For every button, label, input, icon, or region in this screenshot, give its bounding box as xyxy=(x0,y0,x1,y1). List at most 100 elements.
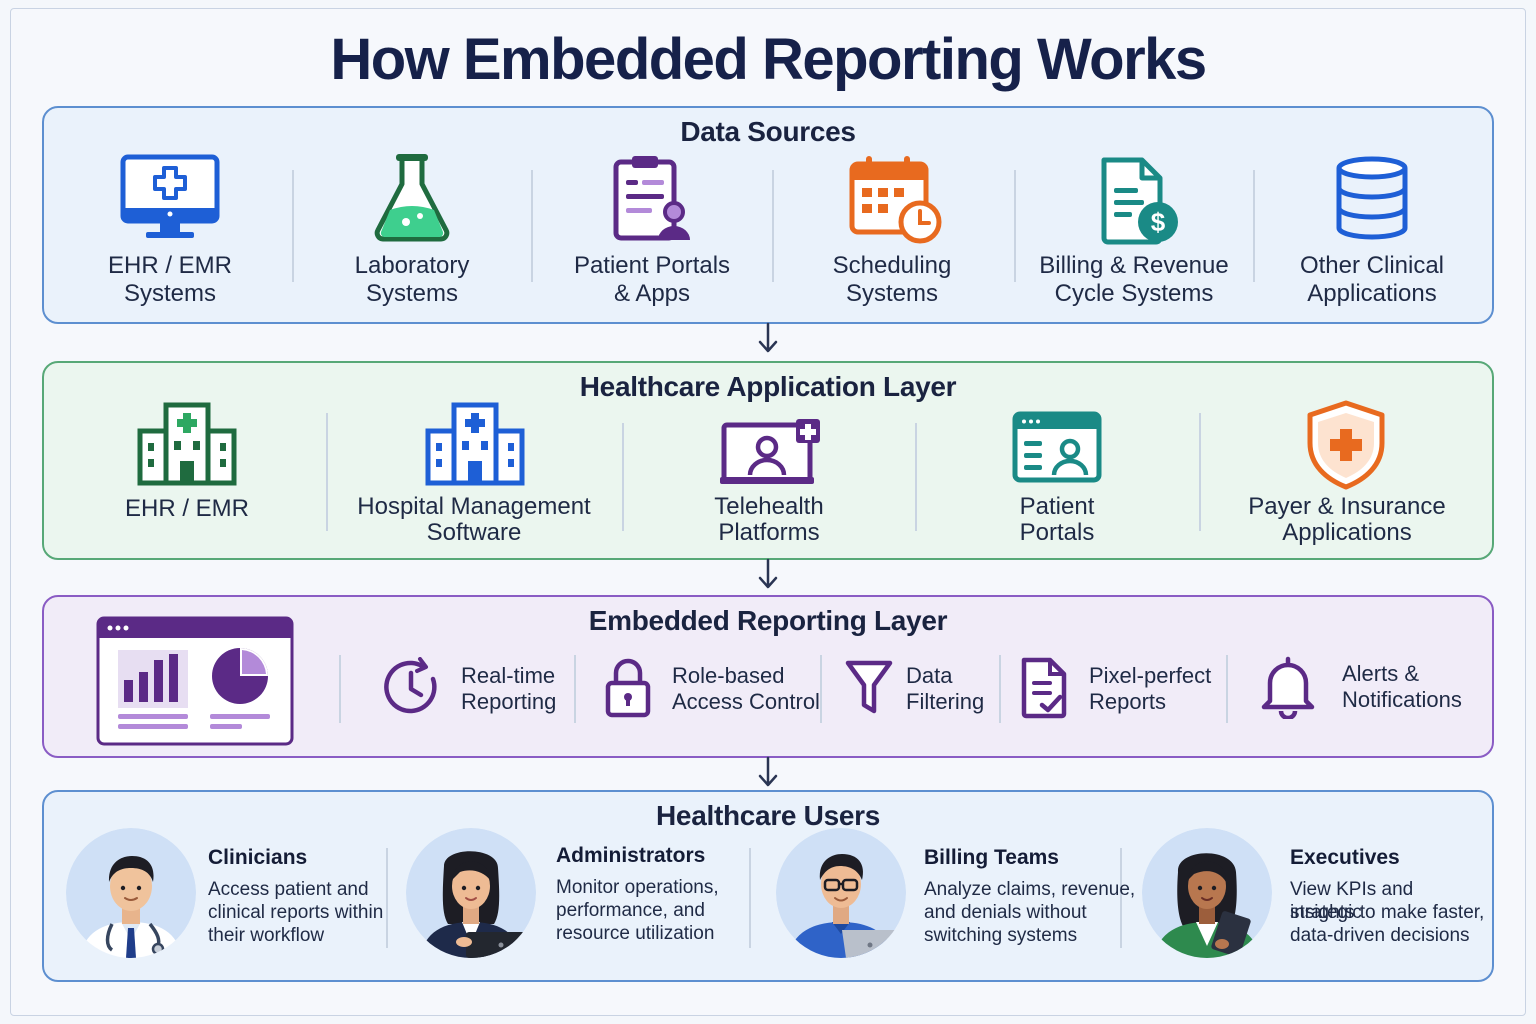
source-label-line2: Cycle Systems xyxy=(1054,280,1214,307)
user-desc-line3: data-driven decisions xyxy=(1290,925,1470,946)
app-hospital-management: Hospital Management Software xyxy=(328,363,620,553)
user-desc-line2: clinical reports within xyxy=(208,902,384,923)
billing-avatar xyxy=(776,828,906,958)
app-patient-portals: Patient Portals xyxy=(918,363,1196,553)
hospital-building-icon xyxy=(425,402,525,486)
source-label-line2: Systems xyxy=(123,280,216,307)
calendar-clock-icon xyxy=(849,156,942,244)
user-name: Clinicians xyxy=(208,846,308,869)
source-label-line1: Patient Portals xyxy=(573,252,731,279)
feature-label-line1: Role-based xyxy=(672,663,785,688)
source-label-line1: EHR / EMR xyxy=(107,252,232,279)
app-label-line1: Hospital Management xyxy=(357,493,591,520)
shield-plus-icon xyxy=(1307,400,1385,490)
svg-text:$: $ xyxy=(1151,207,1166,237)
separator xyxy=(772,170,774,282)
document-check-icon xyxy=(1021,657,1067,719)
app-label-line2: Platforms xyxy=(718,519,820,546)
executive-avatar xyxy=(1142,828,1272,958)
users-title: Healthcare Users xyxy=(656,800,880,831)
source-other-clinical: Other Clinical Applications xyxy=(1254,108,1490,318)
clock-icon xyxy=(384,657,437,714)
source-patient-portals: Patient Portals & Apps xyxy=(534,108,770,318)
separator xyxy=(1253,170,1255,282)
feature-label-line2: Access Control xyxy=(672,689,820,714)
user-desc-line3: resource utilization xyxy=(556,923,715,944)
source-label-line2: & Apps xyxy=(613,280,691,307)
user-desc-line2: performance, and xyxy=(556,900,705,921)
dashboard-icon xyxy=(96,616,294,746)
separator xyxy=(915,423,917,531)
user-desc-line3: their workflow xyxy=(208,925,325,946)
user-name: Billing Teams xyxy=(924,846,1059,869)
source-label-line2: Applications xyxy=(1307,280,1437,307)
feature-label-line1: Pixel-perfect xyxy=(1089,663,1212,688)
feature-label-line1: Alerts & xyxy=(1342,661,1420,686)
clinic-building-icon xyxy=(137,402,237,486)
user-desc-line1: Access patient and xyxy=(208,879,369,900)
feature-label-line1: Real-time xyxy=(461,663,556,688)
flow-arrow-2 xyxy=(758,558,778,589)
feature-label-line1: Data xyxy=(906,663,953,688)
source-label-line1: Other Clinical xyxy=(1299,252,1445,279)
users-panel: Healthcare Users Clinicians Access patie… xyxy=(42,790,1494,982)
document-dollar-icon: $ xyxy=(1101,157,1178,245)
source-scheduling: Scheduling Systems xyxy=(774,108,1010,318)
separator xyxy=(820,655,822,723)
separator xyxy=(339,655,341,723)
telehealth-screen-icon xyxy=(720,419,820,484)
feature-label-line2: Reporting xyxy=(461,689,557,714)
app-payer-insurance: Payer & Insurance Applications xyxy=(1202,363,1492,553)
clipboard-user-icon xyxy=(613,156,690,241)
flow-arrow-1 xyxy=(758,322,778,353)
app-label-line1: Payer & Insurance xyxy=(1248,493,1446,520)
app-telehealth: Telehealth Platforms xyxy=(624,363,914,553)
separator xyxy=(326,413,328,531)
separator xyxy=(292,170,294,282)
doctor-avatar xyxy=(66,828,196,958)
app-label-line1: EHR / EMR xyxy=(124,495,249,522)
app-ehr-emr: EHR / EMR xyxy=(52,363,322,553)
user-desc-line3: switching systems xyxy=(924,925,1078,946)
database-icon xyxy=(1336,156,1408,240)
source-label-line1: Scheduling xyxy=(832,252,952,279)
source-ehr-emr: EHR / EMR Systems xyxy=(52,108,288,318)
source-laboratory: Laboratory Systems xyxy=(294,108,530,318)
separator xyxy=(1226,655,1228,723)
lock-icon xyxy=(605,658,651,718)
user-desc-line1: Analyze claims, revenue, xyxy=(924,879,1136,900)
app-label-line2: Applications xyxy=(1282,519,1412,546)
bell-icon xyxy=(1261,656,1315,719)
embedded-layer-panel: Embedded Reporting Layer Real-time Repor… xyxy=(42,595,1494,758)
application-layer-title: Healthcare Application Layer xyxy=(579,371,957,402)
separator xyxy=(574,655,576,723)
separator xyxy=(1014,170,1016,282)
administrator-avatar xyxy=(406,828,536,958)
user-name: Administrators xyxy=(556,844,706,867)
app-label-line2: Software xyxy=(426,519,522,546)
filter-icon xyxy=(845,660,893,714)
page-title: How Embedded Reporting Works xyxy=(330,27,1207,92)
application-layer-panel: Healthcare Application Layer EHR / EMR xyxy=(42,361,1494,560)
flask-icon xyxy=(374,154,450,242)
user-desc-line1: View KPIs and strategic xyxy=(1290,879,1414,923)
separator xyxy=(622,423,624,531)
source-label-line1: Laboratory xyxy=(354,252,470,279)
user-desc-line2: and denials without xyxy=(924,902,1087,923)
separator xyxy=(1120,848,1122,948)
user-desc-line1: Monitor operations, xyxy=(556,877,719,898)
flow-arrow-3 xyxy=(758,756,778,787)
separator xyxy=(999,655,1001,723)
user-desc-line2: insights to make faster, xyxy=(1290,902,1485,923)
app-label-line2: Portals xyxy=(1019,519,1095,546)
data-sources-panel: Data Sources EHR / EMR Systems Laborator… xyxy=(42,106,1494,324)
separator xyxy=(386,848,388,948)
source-label-line2: Systems xyxy=(365,280,458,307)
separator xyxy=(1199,413,1201,531)
user-name: Executives xyxy=(1290,846,1400,869)
source-billing: $ Billing & Revenue Cycle Systems xyxy=(1014,108,1254,318)
app-label-line1: Patient xyxy=(1019,493,1095,520)
feature-label-line2: Reports xyxy=(1089,689,1167,714)
data-sources-title: Data Sources xyxy=(680,116,856,147)
monitor-medical-icon xyxy=(120,154,220,238)
